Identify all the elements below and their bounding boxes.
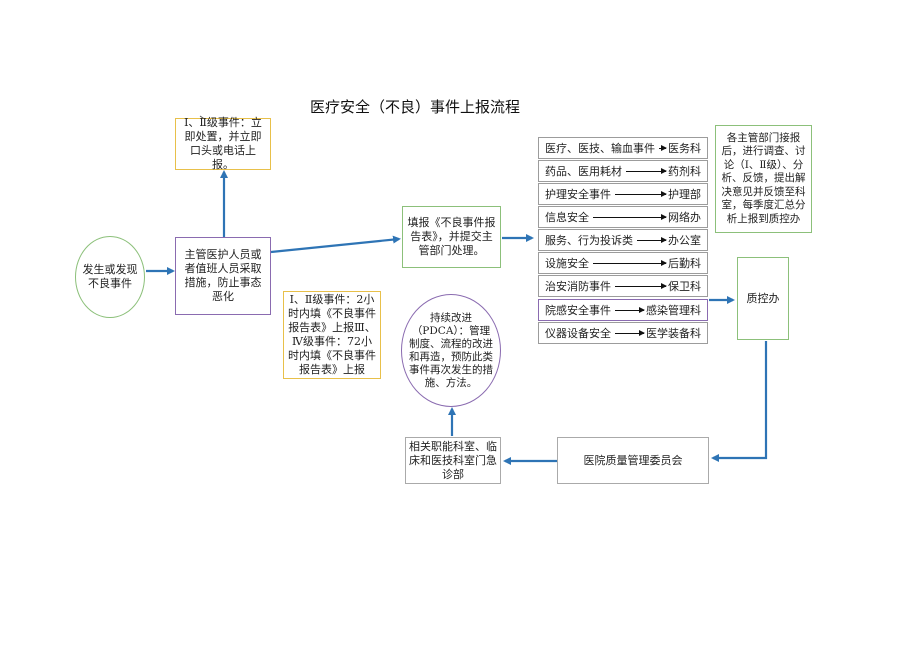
routing-event: 仪器设备安全 bbox=[545, 327, 611, 340]
measures-label: 主管医护人员或者值班人员采取措施，防止事态恶化 bbox=[184, 248, 262, 303]
related-depts-node: 相关职能科室、临床和医技科室门急诊部 bbox=[405, 437, 501, 484]
routing-dept: 网络办 bbox=[668, 211, 701, 224]
routing-event: 医疗、医技、输血事件 bbox=[545, 142, 655, 155]
report-form-node: 填报《不良事件报告表》，并提交主管部门处理。 bbox=[402, 206, 501, 268]
pdca-node: 持续改进（PDCA）：管理制度、流程的改进和再造，预防此类事件再次发生的措施、方… bbox=[401, 294, 501, 407]
routing-dept: 感染管理科 bbox=[646, 304, 701, 317]
measures-node: 主管医护人员或者值班人员采取措施，防止事态恶化 bbox=[175, 237, 271, 315]
routing-dept: 保卫科 bbox=[668, 280, 701, 293]
page-title: 医疗安全（不良）事件上报流程 bbox=[310, 98, 521, 116]
start-event-node: 发生或发现不良事件 bbox=[75, 236, 145, 318]
routing-row: 治安消防事件 保卫科 bbox=[538, 275, 708, 297]
routing-arrow bbox=[659, 144, 667, 151]
routing-row: 药品、医用耗材 药剂科 bbox=[538, 160, 708, 182]
routing-dept: 办公室 bbox=[668, 234, 701, 247]
routing-arrow bbox=[593, 213, 667, 220]
pdca-label: 持续改进（PDCA）：管理制度、流程的改进和再造，预防此类事件再次发生的措施、方… bbox=[409, 311, 493, 389]
report-form-label: 填报《不良事件报告表》，并提交主管部门处理。 bbox=[407, 216, 496, 257]
routing-event: 治安消防事件 bbox=[545, 280, 611, 293]
qc-office-node: 质控办 bbox=[737, 257, 789, 340]
time-limits-label: Ⅰ、Ⅱ级事件：2小时内填《不良事件报告表》上报Ⅲ、Ⅳ级事件：72小时内填《不良事… bbox=[288, 293, 376, 376]
routing-row: 服务、行为投诉类 办公室 bbox=[538, 229, 708, 251]
routing-row: 设施安全 后勤科 bbox=[538, 252, 708, 274]
time-limits-node: Ⅰ、Ⅱ级事件：2小时内填《不良事件报告表》上报Ⅲ、Ⅳ级事件：72小时内填《不良事… bbox=[283, 291, 381, 379]
routing-event: 设施安全 bbox=[545, 257, 589, 270]
routing-event: 药品、医用耗材 bbox=[545, 165, 622, 178]
routing-event: 信息安全 bbox=[545, 211, 589, 224]
routing-arrow bbox=[593, 259, 667, 266]
routing-arrow bbox=[615, 306, 645, 313]
routing-dept: 医学装备科 bbox=[646, 327, 701, 340]
routing-arrow bbox=[615, 282, 667, 289]
routing-arrow bbox=[615, 190, 667, 197]
committee-node: 医院质量管理委员会 bbox=[557, 437, 709, 484]
routing-arrow bbox=[615, 329, 645, 336]
start-event-label: 发生或发现不良事件 bbox=[82, 263, 138, 290]
immediate-report-node: Ⅰ、Ⅱ级事件：立即处置，并立即口头或电话上报。 bbox=[175, 116, 271, 171]
routing-row: 医疗、医技、输血事件医务科 bbox=[538, 137, 708, 159]
dept-analysis-label: 各主管部门接报后，进行调查、讨论（Ⅰ、Ⅱ级）、分析、反馈，提出解决意见并反馈至科… bbox=[721, 131, 806, 225]
committee-label: 医院质量管理委员会 bbox=[583, 453, 683, 467]
immediate-report-label: Ⅰ、Ⅱ级事件：立即处置，并立即口头或电话上报。 bbox=[184, 116, 262, 171]
qc-office-label: 质控办 bbox=[746, 291, 780, 305]
related-depts-label: 相关职能科室、临床和医技科室门急诊部 bbox=[409, 439, 497, 481]
routing-row: 院感安全事件 感染管理科 bbox=[538, 299, 708, 321]
routing-event: 服务、行为投诉类 bbox=[545, 234, 633, 247]
routing-dept: 药剂科 bbox=[668, 165, 701, 178]
routing-event: 护理安全事件 bbox=[545, 188, 611, 201]
routing-event: 院感安全事件 bbox=[545, 304, 611, 317]
routing-arrow bbox=[626, 167, 667, 174]
routing-dept: 护理部 bbox=[668, 188, 701, 201]
routing-row: 信息安全 网络办 bbox=[538, 206, 708, 228]
arrow-measures-to-report bbox=[270, 235, 401, 254]
routing-dept: 后勤科 bbox=[668, 257, 701, 270]
dept-analysis-node: 各主管部门接报后，进行调查、讨论（Ⅰ、Ⅱ级）、分析、反馈，提出解决意见并反馈至科… bbox=[715, 125, 812, 233]
routing-row: 护理安全事件 护理部 bbox=[538, 183, 708, 205]
routing-row: 仪器设备安全 医学装备科 bbox=[538, 322, 708, 344]
routing-dept: 医务科 bbox=[668, 142, 701, 155]
routing-arrow bbox=[637, 236, 667, 243]
arrow-qc-to-committee bbox=[711, 341, 768, 462]
